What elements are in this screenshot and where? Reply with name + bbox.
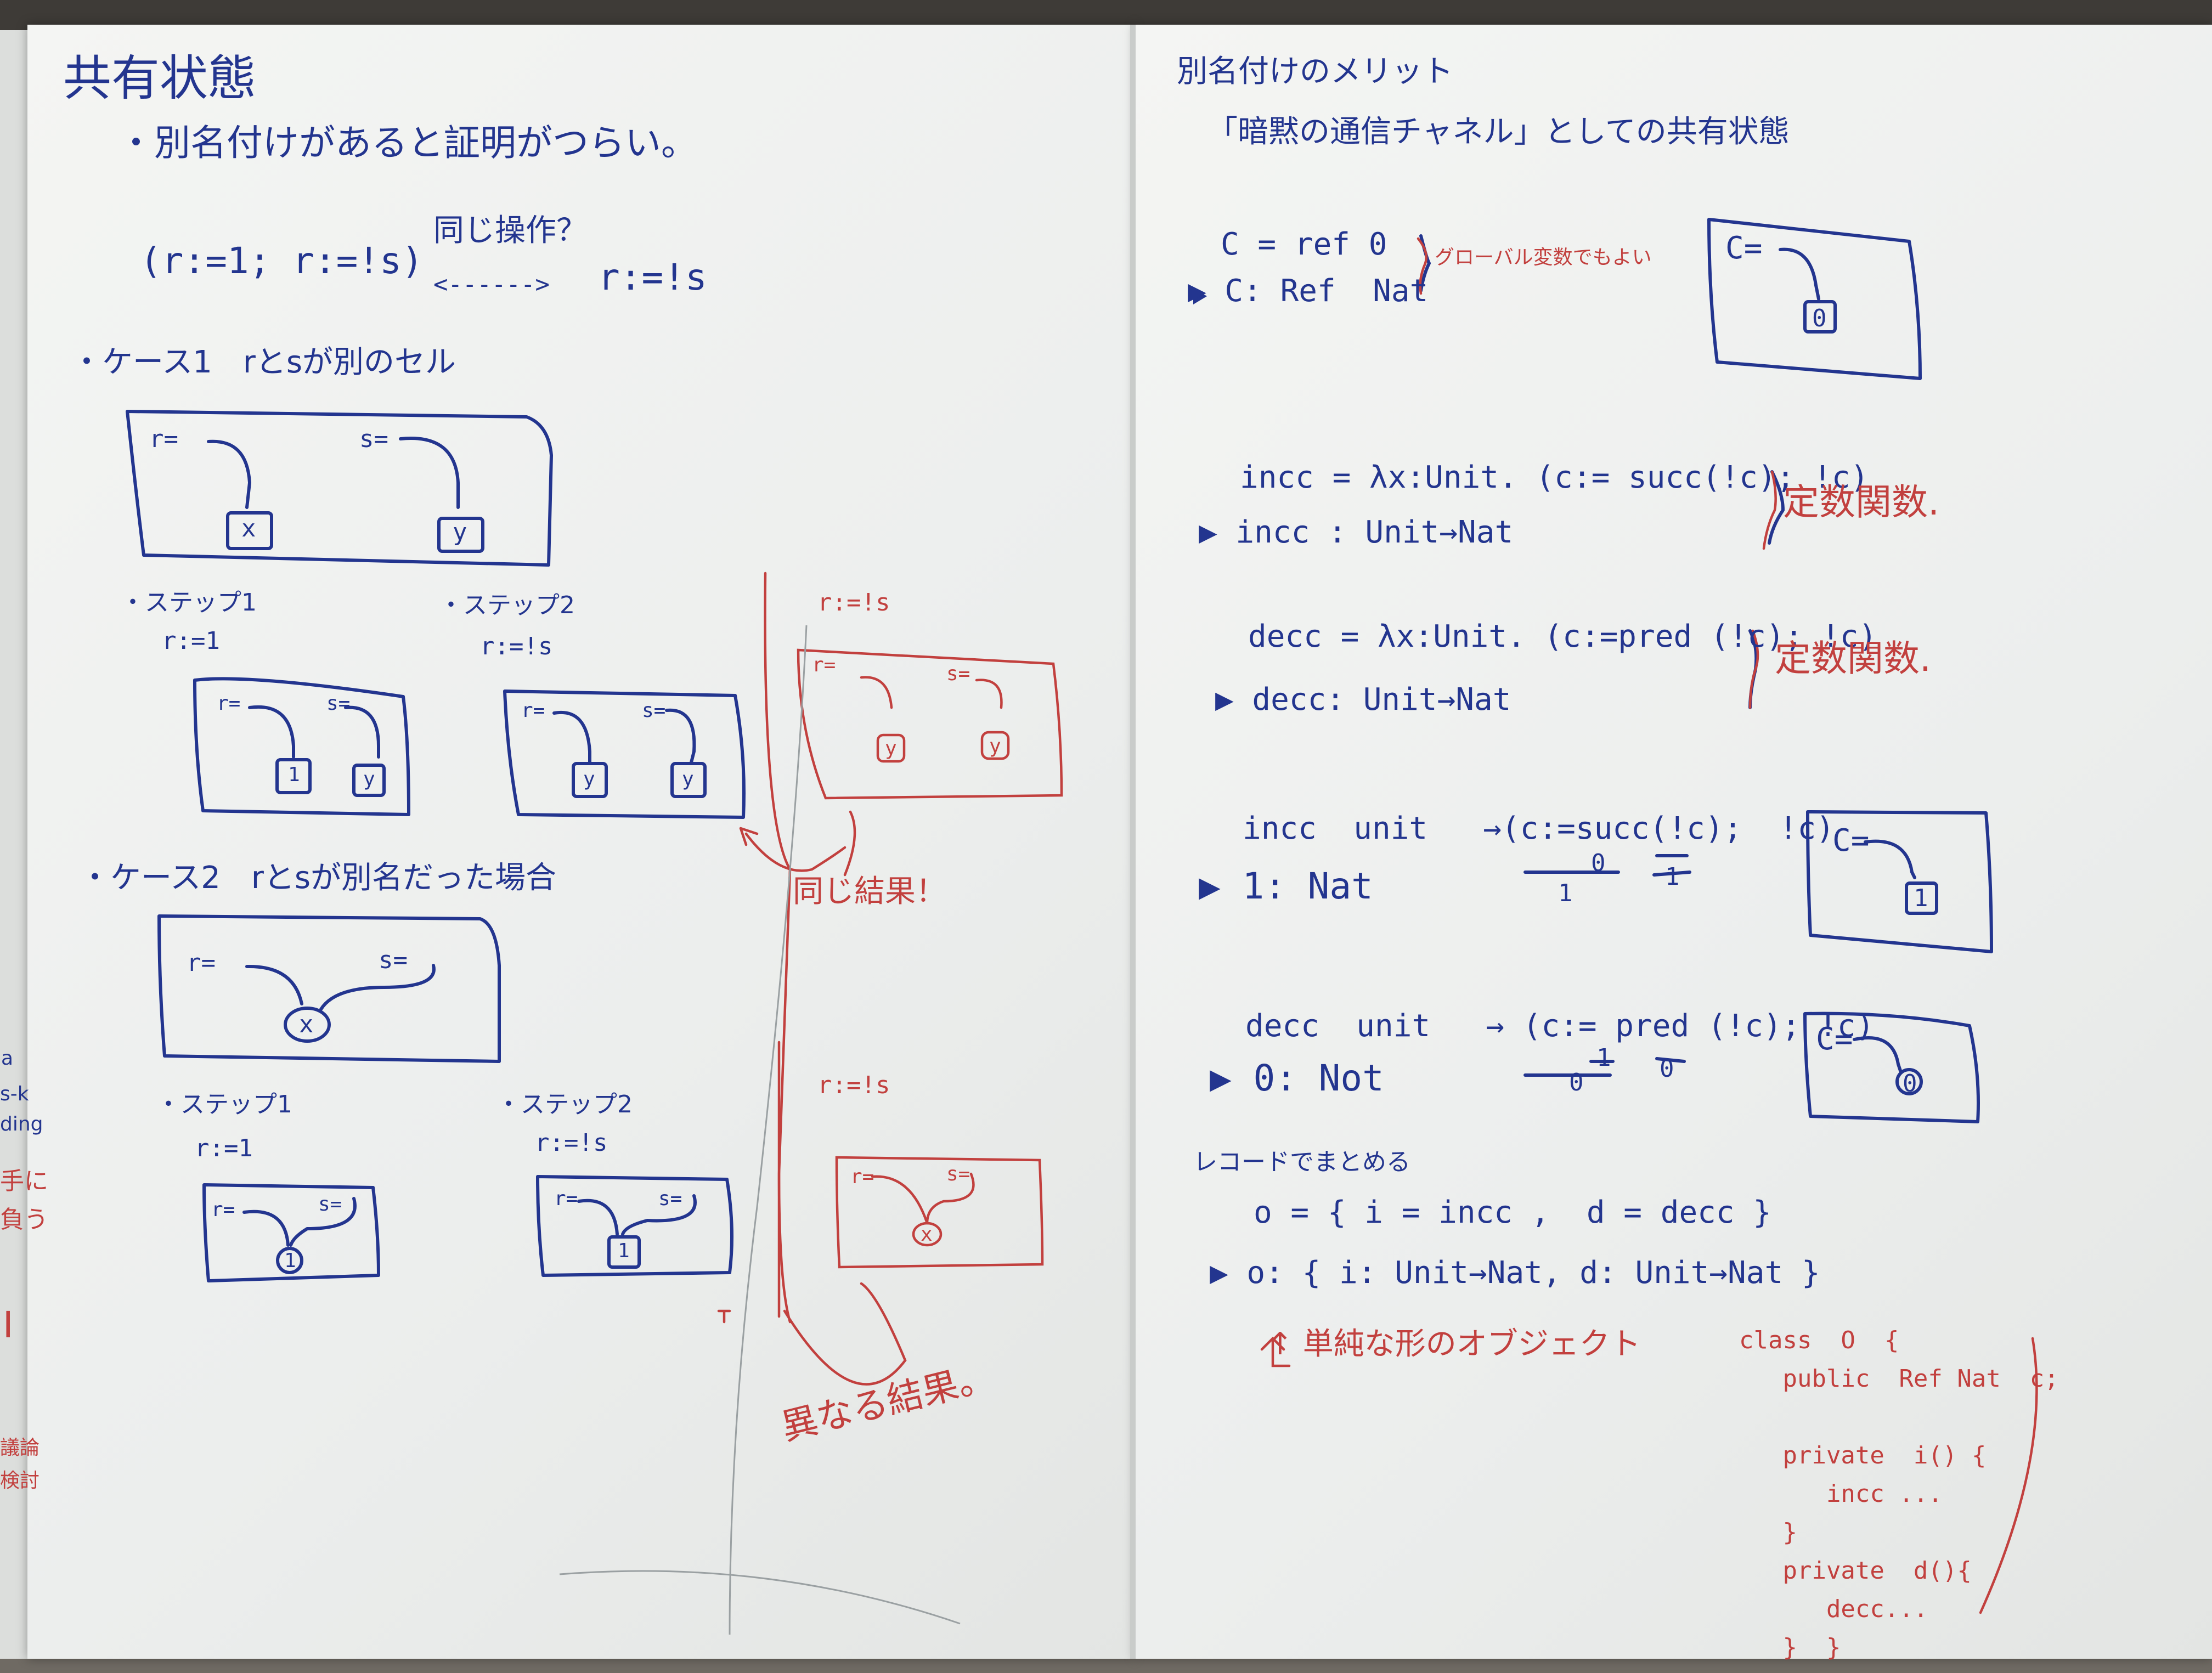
c2s2-r: r= <box>554 1188 578 1210</box>
incc-app: incc unit →(c:=succ(!c); !c) <box>1243 811 1835 846</box>
red-rs-top: r:=!s <box>817 589 890 617</box>
decc-app: decc unit → (c:= pred (!c); !c) <box>1245 1008 1875 1044</box>
case1-r-label: r= <box>149 425 178 453</box>
case2-x-value: x <box>299 1010 314 1038</box>
decc-app-zero-a: 0 <box>1569 1069 1584 1097</box>
case1-step2: ・ステップ2 <box>439 591 575 619</box>
c-type: ▶ C: Ref Nat <box>1188 273 1429 309</box>
const-fn-1: 定数関数. <box>1783 481 1939 523</box>
c1s2-val-y1: y <box>583 768 595 790</box>
title-shared-state: 共有状態 <box>63 50 257 106</box>
decc-type: ▶ decc: Unit→Nat <box>1215 682 1511 717</box>
case1-y-value: y <box>453 518 467 546</box>
c-box3-label: C= <box>1816 1021 1853 1057</box>
red-top-r: r= <box>812 654 836 676</box>
case1-step2-code: r:=!s <box>480 632 553 660</box>
subtitle-aliasing: ・別名付けがあると証明がつらい。 <box>118 122 697 164</box>
c-box2-value: 1 <box>1914 884 1928 912</box>
c-def: C = ref 0 <box>1221 227 1387 262</box>
subheading-implicit-channel: 「暗黙の通信チャネル」としての共有状態 <box>1207 114 1790 150</box>
class-code-line: } } <box>1739 1634 1841 1661</box>
red-bot-r: r= <box>850 1166 874 1188</box>
simple-object-note: ↑ 単純な形のオブジェクト <box>1267 1326 1641 1362</box>
decc-def: decc = λx:Unit. (c:=pred (!c); !c) <box>1248 619 1877 654</box>
c1s1-val-y: y <box>363 768 375 790</box>
case2-step2: ・ステップ2 <box>496 1090 633 1118</box>
c1s1-s: s= <box>326 692 351 715</box>
red-bot-x: x <box>921 1223 933 1246</box>
margin-red-1: 手に <box>0 1167 48 1195</box>
c1s2-s: s= <box>642 699 666 722</box>
red-top-s: s= <box>946 663 970 685</box>
class-code-line: incc ... <box>1739 1480 1943 1508</box>
class-code-line: private d(){ <box>1739 1557 1972 1585</box>
incc-result: ▶ 1: Nat <box>1199 865 1373 907</box>
margin-a: a <box>1 1047 14 1070</box>
margin-red-5: 検討 <box>0 1469 40 1492</box>
wall-edge <box>0 30 27 1659</box>
incc-def: incc = λx:Unit. (c:= succ(!c); !c) <box>1240 460 1869 495</box>
decc-app-one: 1 <box>1596 1044 1611 1072</box>
c-box2-label: C= <box>1832 823 1870 858</box>
red-top-y2: y <box>989 735 1001 758</box>
class-code-line: public Ref Nat c; <box>1739 1365 2059 1393</box>
red-bot-s: s= <box>946 1163 970 1185</box>
class-code-line: decc... <box>1739 1595 1928 1623</box>
margin-s: s-k <box>0 1083 29 1105</box>
record-type: ▶ o: { i: Unit→Nat, d: Unit→Nat } <box>1210 1255 1820 1291</box>
heading-aliasing-merit: 別名付けのメリット <box>1177 54 1453 89</box>
incc-app-zero: 0 <box>1591 849 1606 877</box>
case2-s-label: s= <box>379 946 408 974</box>
decc-result: ▶ 0: Not <box>1210 1057 1384 1099</box>
case1-step1-code: r:=1 <box>162 627 220 655</box>
case1-step1: ・ステップ1 <box>121 589 257 617</box>
margin-red-2: 負う <box>0 1206 48 1234</box>
c2s1-r: r= <box>211 1199 235 1221</box>
case1-heading: ・ケース1 rとsが別のセル <box>71 344 456 380</box>
board-seam <box>1130 25 1136 1659</box>
case2-step1-code: r:=1 <box>195 1134 253 1162</box>
class-code-line: } <box>1739 1518 1797 1546</box>
c1s1-r: r= <box>217 692 241 715</box>
const-fn-2: 定数関数. <box>1775 637 1931 680</box>
whiteboard-left <box>27 25 1135 1659</box>
case2-step2-code: r:=!s <box>535 1129 608 1157</box>
incc-type: ▶ incc : Unit→Nat <box>1199 515 1514 550</box>
dashed-arrow: <------> <box>433 270 550 298</box>
decc-app-zero-b: 0 <box>1660 1055 1674 1083</box>
incc-app-one-b: 1 <box>1665 863 1680 891</box>
margin-red-4: 議論 <box>0 1437 40 1459</box>
c1s2-val-y2: y <box>682 768 694 790</box>
same-op-label: 同じ操作？ <box>433 213 587 248</box>
global-var-note: グローバル変数でもよい <box>1435 246 1652 269</box>
margin-red-3: I <box>3 1304 14 1346</box>
c2s2-val-1: 1 <box>618 1240 630 1262</box>
red-rs-bottom: r:=!s <box>817 1071 890 1099</box>
c-box1-value: 0 <box>1812 304 1827 332</box>
case1-s-label: s= <box>359 425 388 453</box>
incc-app-one-a: 1 <box>1558 879 1573 907</box>
c1s2-r: r= <box>521 699 545 722</box>
class-code-line <box>1739 1404 2059 1443</box>
c-box3-value: 0 <box>1903 1070 1917 1098</box>
c2s1-s: s= <box>318 1193 342 1216</box>
case2-heading: ・ケース2 rとsが別名だった場合 <box>80 860 557 896</box>
case2-r-label: r= <box>187 949 216 977</box>
margin-b: ding <box>0 1113 43 1135</box>
c1s1-val-1: 1 <box>288 764 300 786</box>
c-box1-label: C= <box>1725 230 1763 266</box>
case2-step1: ・ステップ1 <box>156 1090 292 1118</box>
red-top-y1: y <box>885 737 897 760</box>
c2s2-s: s= <box>658 1188 682 1210</box>
red-same-result: 同じ結果！ <box>793 874 946 909</box>
case1-x-value: x <box>241 515 256 542</box>
class-code-block: class O { public Ref Nat c; private i() … <box>1739 1327 2059 1673</box>
c2s1-val-1: 1 <box>284 1250 296 1272</box>
expr-left: (r:=1; r:=!s) <box>140 240 424 282</box>
expr-right: r:=!s <box>598 256 707 298</box>
record-label: レコードでまとめる <box>1193 1148 1410 1176</box>
class-code-line: private i() { <box>1739 1442 1987 1469</box>
record-def: o = { i = incc , d = decc } <box>1254 1195 1772 1230</box>
class-code-line: class O { <box>1739 1326 1899 1354</box>
